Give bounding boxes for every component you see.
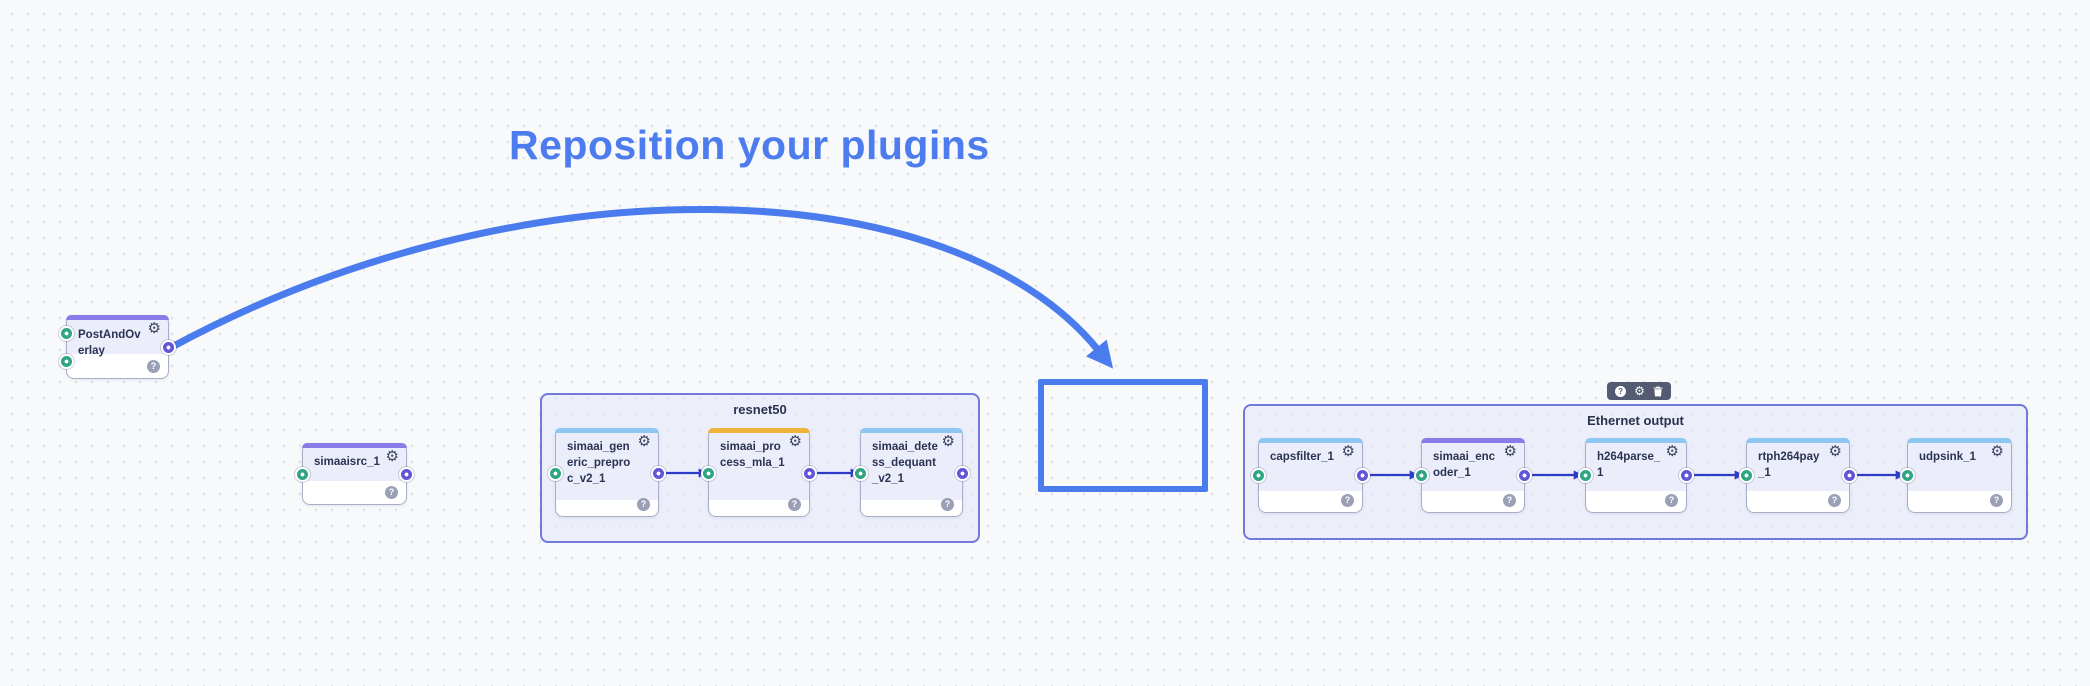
input-port[interactable] <box>855 468 866 479</box>
node-color-bar <box>1907 438 2012 443</box>
gear-icon[interactable]: ⚙ <box>1503 442 1517 460</box>
node-rtph264pay[interactable]: rtph264pay_1 ⚙ ? <box>1741 438 1855 513</box>
node-capsfilter[interactable]: capsfilter_1 ⚙ ? <box>1253 438 1368 513</box>
node-color-bar <box>708 428 810 433</box>
node-color-bar <box>302 443 407 448</box>
output-port[interactable] <box>1681 470 1692 481</box>
input-port[interactable] <box>1253 470 1264 481</box>
help-icon[interactable]: ? <box>788 498 801 511</box>
output-port[interactable] <box>653 468 664 479</box>
gear-icon[interactable]: ⚙ <box>147 319 161 337</box>
gear-icon[interactable]: ⚙ <box>1665 442 1679 460</box>
help-icon[interactable]: ? <box>1990 494 2003 507</box>
gear-icon[interactable]: ⚙ <box>385 447 399 465</box>
input-port[interactable] <box>703 468 714 479</box>
group-title-resnet50: resnet50 <box>733 402 787 417</box>
node-title: PostAndOverlay <box>78 329 141 358</box>
node-udpsink[interactable]: udpsink_1 ⚙ ? <box>1902 438 2012 513</box>
output-port[interactable] <box>1357 470 1368 481</box>
node-color-bar <box>555 428 659 433</box>
gear-icon[interactable]: ⚙ <box>637 432 651 450</box>
output-port[interactable] <box>1519 470 1530 481</box>
trash-icon[interactable] <box>1653 386 1663 397</box>
help-icon[interactable]: ? <box>1665 494 1678 507</box>
input-port[interactable] <box>1741 470 1752 481</box>
input-port[interactable] <box>1902 470 1913 481</box>
help-icon[interactable]: ? <box>941 498 954 511</box>
output-port[interactable] <box>401 469 412 480</box>
input-port[interactable] <box>1580 470 1591 481</box>
output-port[interactable] <box>1844 470 1855 481</box>
node-title: simaai_encoder_1 <box>1433 451 1496 480</box>
node-title: simaai_generic_preproc_v2_1 <box>567 441 631 486</box>
node-title: h264parse_1 <box>1597 451 1661 480</box>
gear-icon[interactable]: ⚙ <box>788 432 802 450</box>
input-port[interactable] <box>1416 470 1427 481</box>
node-title: simaaisrc_1 <box>314 456 380 468</box>
help-icon[interactable]: ? <box>385 486 398 499</box>
node-simaai-encoder[interactable]: simaai_encoder_1 ⚙ ? <box>1416 438 1530 513</box>
output-port[interactable] <box>804 468 815 479</box>
help-icon[interactable]: ? <box>637 498 650 511</box>
help-icon[interactable]: ? <box>1615 385 1627 397</box>
gear-icon[interactable]: ⚙ <box>1828 442 1842 460</box>
help-icon[interactable]: ? <box>1503 494 1516 507</box>
node-postandoverlay[interactable]: PostAndOverlay ⚙ ? <box>61 315 174 379</box>
node-title: simaai_detess_dequant_v2_1 <box>872 441 938 486</box>
output-port[interactable] <box>957 468 968 479</box>
help-icon[interactable]: ? <box>1828 494 1841 507</box>
node-color-bar <box>66 315 169 320</box>
node-h264parse[interactable]: h264parse_1 ⚙ ? <box>1580 438 1692 513</box>
page-title: Reposition your plugins <box>509 122 990 168</box>
group-toolbar: ? ⚙ <box>1607 382 1671 400</box>
help-icon[interactable]: ? <box>147 360 160 373</box>
node-title: rtph264pay_1 <box>1758 451 1820 480</box>
node-title: simaai_process_mla_1 <box>720 441 785 470</box>
node-simaai-process-mla[interactable]: simaai_process_mla_1 ⚙ ? <box>703 428 815 517</box>
gear-icon[interactable]: ⚙ <box>941 432 955 450</box>
node-title: capsfilter_1 <box>1270 451 1334 463</box>
node-color-bar <box>860 428 963 433</box>
node-color-bar <box>1258 438 1363 443</box>
node-simaai-detess-dequant[interactable]: simaai_detess_dequant_v2_1 ⚙ ? <box>855 428 968 517</box>
gear-icon[interactable]: ⚙ <box>1341 442 1355 460</box>
drop-target-box[interactable] <box>1038 379 1208 492</box>
output-port[interactable] <box>163 342 174 353</box>
node-color-bar <box>1421 438 1525 443</box>
node-color-bar <box>1585 438 1687 443</box>
input-port[interactable] <box>61 356 72 367</box>
input-port[interactable] <box>297 469 308 480</box>
input-port[interactable] <box>61 328 72 339</box>
input-port[interactable] <box>550 468 561 479</box>
help-icon[interactable]: ? <box>1341 494 1354 507</box>
node-simaai-generic-preproc[interactable]: simaai_generic_preproc_v2_1 ⚙ ? <box>550 428 664 517</box>
node-color-bar <box>1746 438 1850 443</box>
gear-icon[interactable]: ⚙ <box>1634 384 1645 398</box>
node-title: udpsink_1 <box>1919 451 1976 463</box>
node-simaaisrc[interactable]: simaaisrc_1 ⚙ ? <box>297 443 412 505</box>
gear-icon[interactable]: ⚙ <box>1990 442 2004 460</box>
annotation-arrow <box>166 205 1114 369</box>
group-title-ethernet-output: Ethernet output <box>1587 413 1684 428</box>
